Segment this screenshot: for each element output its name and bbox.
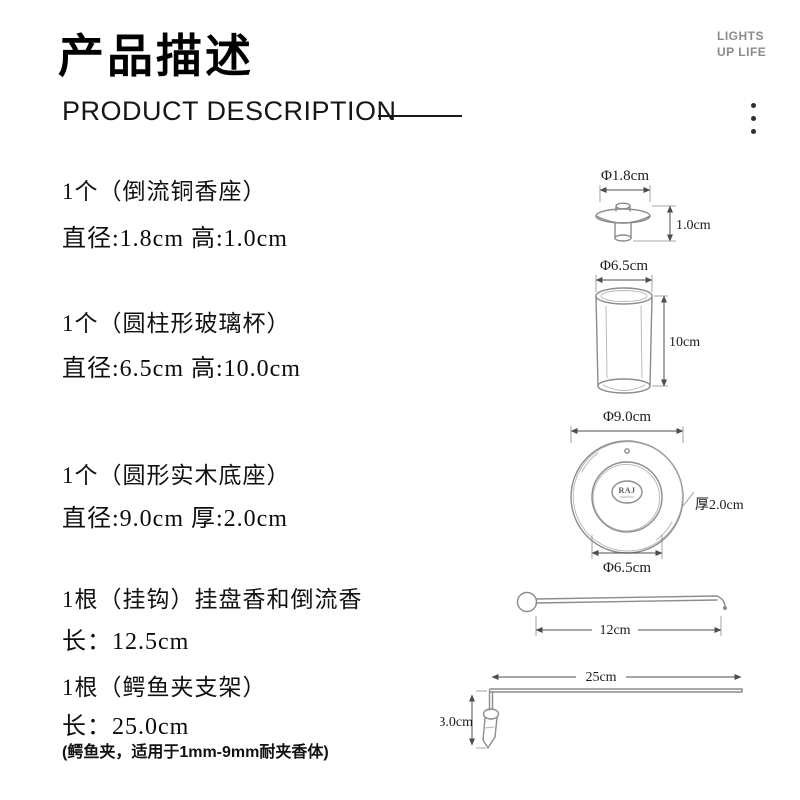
diagram-hook: 12cm — [516, 591, 727, 638]
item-4-title: 1根（挂钩）挂盘香和倒流香 — [62, 587, 363, 612]
clip-stand-drop-dimension: 3.0cm — [440, 690, 487, 749]
clip-stand-drop-label: 3.0cm — [440, 715, 473, 730]
item-3-title: 1个（圆形实木底座） — [62, 463, 291, 488]
hook-length-label: 12cm — [599, 623, 630, 638]
copper-seat-diameter-dimension — [599, 185, 651, 202]
page-title: 产品描述 — [58, 30, 254, 82]
diagram-glass-cup: Φ6.5cm 10cm — [595, 258, 700, 394]
clip-stand-length-label: 25cm — [585, 670, 616, 685]
item-4-specs: 长：12.5cm — [62, 629, 190, 655]
copper-seat-height-label: 1.0cm — [676, 218, 711, 233]
glass-cup-sketch — [595, 287, 653, 394]
hook-length-dimension: 12cm — [535, 616, 722, 638]
item-5-specs: 长：25.0cm — [62, 714, 190, 740]
wood-base-outer-dimension — [570, 426, 684, 443]
item-2-specs: 直径:6.5cm 高:10.0cm — [62, 356, 301, 382]
glass-cup-height-label: 10cm — [669, 335, 700, 350]
copper-seat-height-dimension: 1.0cm — [633, 205, 711, 242]
page-subtitle: PRODUCT DESCRIPTION — [62, 96, 397, 126]
item-5-note: (鳄鱼夹，适用于1mm-9mm耐夹香体) — [62, 744, 329, 761]
item-2-title: 1个（圆柱形玻璃杯） — [62, 311, 291, 336]
diagram-clip-stand: 25cm 3.0cm — [440, 668, 743, 750]
wood-base-thickness-dimension: 厚2.0cm — [682, 491, 744, 513]
ellipsis-dots-icon — [751, 103, 756, 134]
glass-cup-height-dimension: 10cm — [652, 295, 700, 387]
item-3-specs: 直径:9.0cm 厚:2.0cm — [62, 506, 288, 532]
glass-cup-diameter-label: Φ6.5cm — [600, 258, 648, 274]
brand-logo: LIGHTS UP LIFE — [717, 28, 766, 60]
wood-base-outer-diameter-label: Φ9.0cm — [603, 409, 651, 425]
item-1-title: 1个（倒流铜香座） — [62, 179, 267, 204]
clip-stand-sketch — [482, 688, 743, 750]
technical-sketches: Φ1.8cm 1.0cm — [440, 168, 744, 750]
diagram-copper-seat: Φ1.8cm 1.0cm — [595, 168, 711, 242]
hook-sketch — [516, 591, 727, 613]
wood-base-inner-diameter-label: Φ6.5cm — [603, 560, 651, 576]
wood-base-thickness-label: 厚2.0cm — [695, 498, 744, 513]
brand-line-2: UP LIFE — [717, 45, 767, 60]
item-5-title: 1根（鳄鱼夹支架） — [62, 675, 267, 700]
subtitle-rule — [378, 115, 462, 117]
clip-stand-length-dimension: 25cm — [491, 668, 742, 685]
copper-seat-diameter-label: Φ1.8cm — [601, 168, 649, 184]
wood-base-sketch: RAJ — [570, 440, 684, 554]
brand-line-1: LIGHTS — [717, 29, 764, 43]
diagram-wood-base: Φ9.0cm RAJ 厚2.0cm — [570, 409, 744, 576]
copper-seat-sketch — [595, 202, 651, 242]
wood-base-inner-dimension: Φ6.5cm — [591, 535, 663, 576]
wood-base-logo: RAJ — [618, 486, 635, 495]
glass-cup-diameter-dimension — [595, 275, 653, 292]
item-1-specs: 直径:1.8cm 高:1.0cm — [62, 226, 288, 252]
